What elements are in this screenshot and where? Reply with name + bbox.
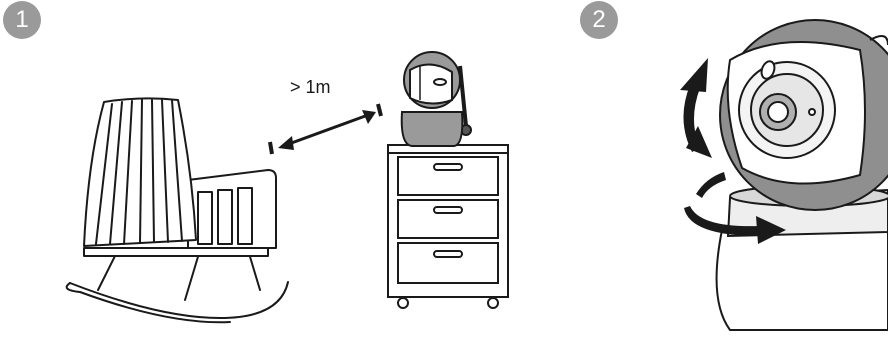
distance-label: > 1m (290, 77, 331, 97)
camera-small (400, 51, 472, 147)
step-2-badge: 2 (580, 1, 618, 39)
tilt-arrow (680, 58, 712, 158)
distance-arrow (268, 103, 383, 155)
cradle-illustration (65, 97, 289, 324)
dresser-illustration (387, 144, 509, 309)
step-1-badge: 1 (3, 1, 41, 39)
pan-arrow (684, 172, 786, 244)
camera-large (715, 19, 888, 331)
